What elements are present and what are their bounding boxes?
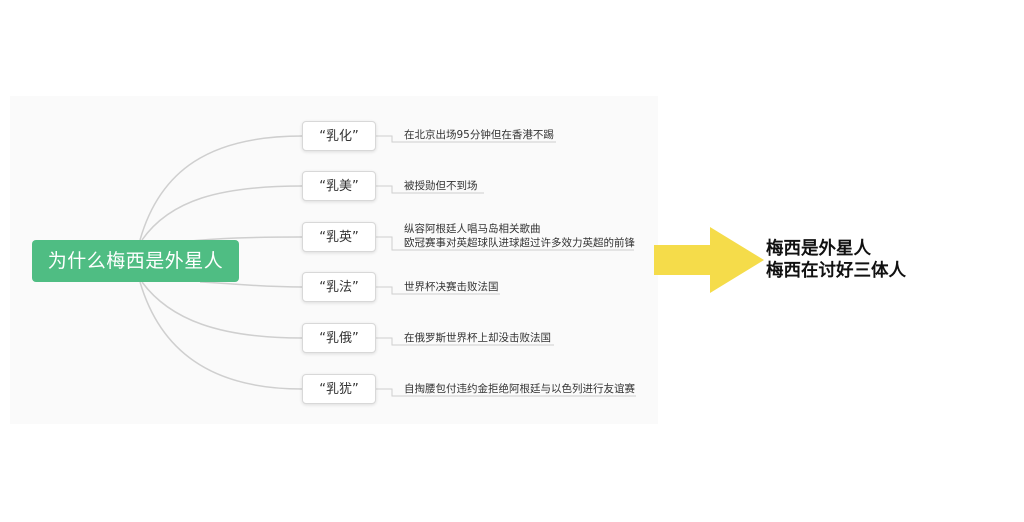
root-topic[interactable]: 为什么梅西是外星人	[32, 240, 239, 282]
branch-topic-3[interactable]: “乳英”	[302, 222, 376, 252]
leaf-topic-3[interactable]: 纵容阿根廷人唱马岛相关歌曲 欧冠赛事对英超球队进球超过许多效力英超的前锋	[404, 222, 635, 250]
conclusion-text: 梅西是外星人 梅西在讨好三体人	[766, 238, 906, 282]
leaf-topic-2[interactable]: 被授勋但不到场	[404, 179, 478, 193]
leaf-topic-6[interactable]: 自掏腰包付违约金拒绝阿根廷与以色列进行友谊赛	[404, 382, 635, 396]
right-arrow-icon	[654, 227, 764, 293]
leaf-topic-5[interactable]: 在俄罗斯世界杯上却没击败法国	[404, 331, 551, 345]
branch-topic-1[interactable]: “乳化”	[302, 121, 376, 151]
leaf-text: 被授勋但不到场	[404, 180, 478, 192]
leaf-text: 在北京出场95分钟但在香港不踢	[404, 129, 554, 141]
leaf-text: 纵容阿根廷人唱马岛相关歌曲	[404, 223, 541, 235]
branch-topic-6[interactable]: “乳犹”	[302, 374, 376, 404]
leaf-topic-4[interactable]: 世界杯决赛击败法国	[404, 280, 499, 294]
branch-topic-2[interactable]: “乳美”	[302, 171, 376, 201]
conclusion-line-2: 梅西在讨好三体人	[766, 261, 906, 281]
conclusion-line-1: 梅西是外星人	[766, 239, 871, 259]
leaf-text: 欧冠赛事对英超球队进球超过许多效力英超的前锋	[404, 237, 635, 249]
leaf-text: 自掏腰包付违约金拒绝阿根廷与以色列进行友谊赛	[404, 383, 635, 395]
branch-topic-4[interactable]: “乳法”	[302, 272, 376, 302]
branch-topic-5[interactable]: “乳俄”	[302, 323, 376, 353]
leaf-text: 在俄罗斯世界杯上却没击败法国	[404, 332, 551, 344]
leaf-topic-1[interactable]: 在北京出场95分钟但在香港不踢	[404, 128, 554, 142]
leaf-text: 世界杯决赛击败法国	[404, 281, 499, 293]
